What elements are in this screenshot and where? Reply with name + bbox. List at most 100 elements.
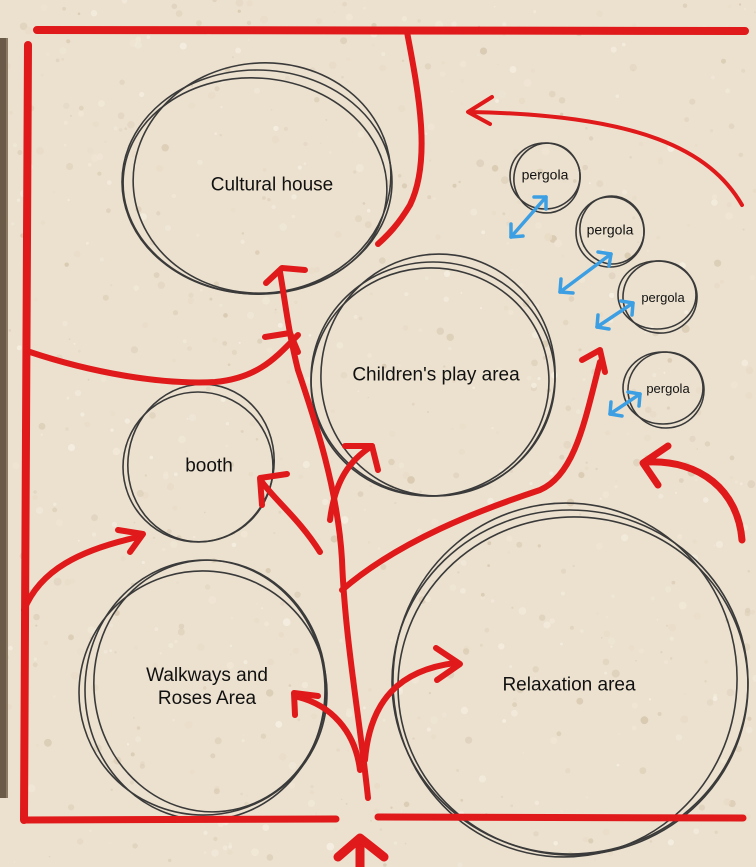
texture-speck (148, 676, 152, 680)
texture-speck (624, 252, 631, 259)
texture-speck (457, 571, 460, 574)
texture-speck (675, 734, 683, 741)
texture-speck (240, 530, 248, 538)
branch-walkways (295, 694, 363, 773)
walkways-label: Walkways and Roses Area (146, 665, 268, 711)
texture-speck (523, 79, 532, 87)
texture-speck (633, 458, 641, 467)
texture-speck (53, 502, 57, 506)
pergola-circle-3 (617, 260, 698, 334)
texture-speck (271, 135, 280, 144)
bottom-boundary-right (374, 813, 747, 822)
texture-speck (667, 358, 673, 363)
texture-speck (188, 413, 197, 422)
texture-speck (456, 769, 460, 772)
texture-speck (270, 109, 273, 111)
texture-speck (226, 661, 234, 670)
texture-speck (487, 564, 490, 567)
texture-speck (197, 159, 203, 165)
texture-speck (292, 647, 300, 655)
texture-speck (575, 409, 581, 415)
texture-speck (135, 736, 142, 743)
texture-speck (55, 519, 63, 527)
texture-speck (245, 794, 248, 797)
texture-speck (568, 296, 575, 302)
texture-speck (645, 406, 652, 414)
texture-speck (55, 58, 60, 63)
texture-speck (229, 644, 233, 648)
texture-speck (664, 660, 669, 665)
texture-speck (601, 248, 605, 252)
texture-speck (170, 540, 178, 549)
texture-speck (273, 125, 279, 132)
texture-speck (725, 212, 733, 220)
texture-speck (556, 731, 562, 737)
texture-speck (544, 233, 553, 242)
texture-speck (64, 262, 69, 267)
texture-speck (266, 689, 274, 697)
texture-speck (427, 123, 435, 131)
texture-speck (666, 406, 671, 410)
texture-speck (548, 355, 552, 359)
texture-speck (369, 292, 373, 296)
texture-speck (61, 57, 65, 61)
texture-speck (402, 325, 409, 331)
texture-speck (487, 497, 494, 505)
texture-speck (303, 162, 307, 165)
texture-speck (747, 569, 751, 573)
texture-speck (309, 789, 315, 795)
texture-speck (12, 462, 20, 470)
texture-speck (412, 737, 415, 740)
texture-speck (553, 841, 558, 846)
texture-speck (311, 713, 317, 720)
texture-speck (308, 334, 312, 337)
texture-speck (562, 319, 569, 326)
texture-speck (745, 392, 753, 400)
texture-speck (330, 460, 333, 463)
texture-speck (379, 257, 386, 264)
texture-speck (650, 596, 656, 601)
texture-speck (599, 497, 602, 500)
texture-speck (303, 141, 308, 147)
texture-speck (142, 322, 149, 329)
bottom-boundary-left (20, 815, 340, 824)
texture-speck (90, 9, 98, 17)
texture-speck (346, 708, 353, 715)
texture-speck (157, 281, 165, 289)
texture-speck (355, 215, 362, 223)
texture-speck (432, 196, 436, 201)
texture-speck (446, 333, 454, 341)
texture-speck (532, 331, 539, 339)
walkways-label-line2: Roses Area (157, 688, 257, 709)
texture-speck (124, 127, 127, 130)
texture-speck (397, 174, 402, 178)
texture-speck (403, 801, 410, 808)
texture-speck (747, 480, 756, 489)
texture-speck (214, 86, 220, 92)
texture-speck (248, 471, 254, 477)
left-inner-curve (27, 332, 301, 386)
texture-speck (199, 288, 203, 292)
texture-speck (40, 73, 44, 77)
texture-speck (595, 467, 598, 471)
texture-speck (228, 844, 233, 849)
texture-speck (671, 580, 676, 585)
texture-speck (329, 151, 332, 154)
texture-speck (266, 854, 274, 861)
texture-speck (528, 677, 532, 681)
texture-speck (319, 142, 322, 145)
texture-speck (477, 53, 480, 57)
texture-speck (684, 310, 689, 315)
texture-speck (631, 725, 637, 731)
texture-speck (249, 420, 256, 427)
texture-speck (646, 249, 650, 253)
texture-speck (611, 669, 620, 678)
texture-speck (582, 164, 588, 171)
texture-speck (109, 649, 113, 652)
texture-speck (674, 491, 678, 494)
texture-speck (377, 547, 381, 550)
texture-speck (622, 42, 626, 47)
texture-speck (353, 170, 357, 174)
texture-speck (709, 129, 714, 133)
texture-speck (118, 128, 123, 132)
